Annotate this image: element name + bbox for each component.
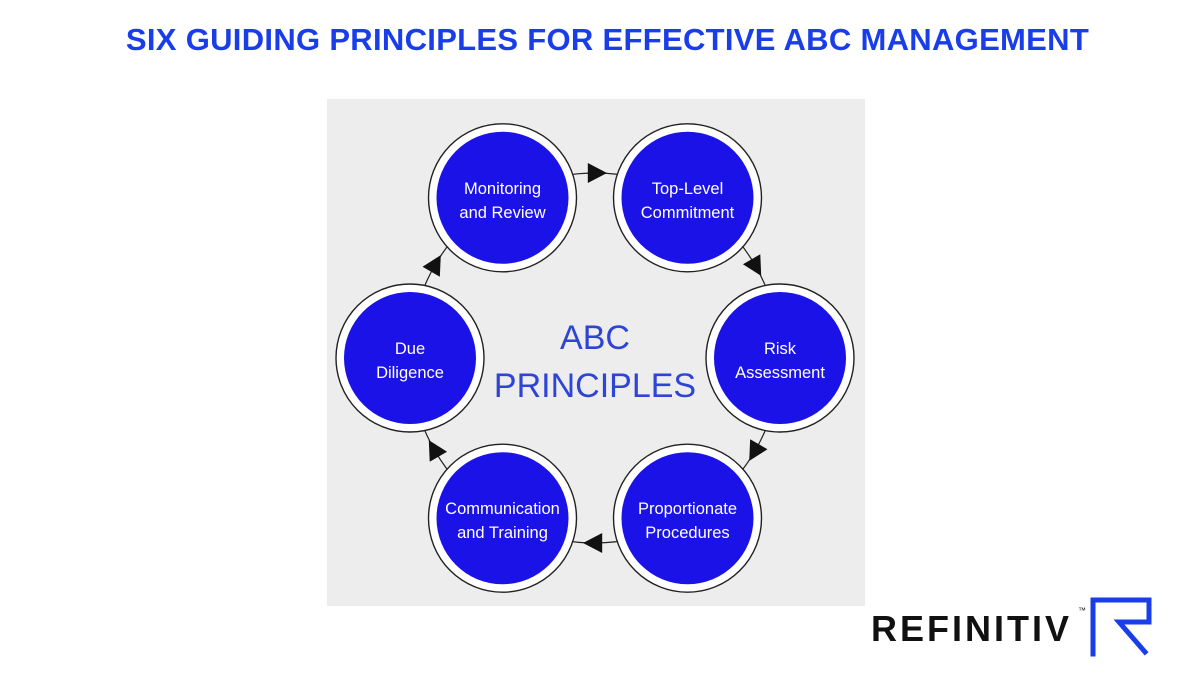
principle-node-disc — [436, 131, 569, 264]
principle-node-monitoring-and-review: Monitoring and Review — [427, 123, 578, 273]
principle-node-disc — [714, 292, 846, 424]
principle-label-line: and Training — [457, 524, 548, 542]
principle-label-line: Due — [395, 340, 425, 358]
flow-arrow-icon — [742, 254, 762, 276]
flow-arrow-icon — [749, 439, 768, 461]
principle-label-line: Monitoring — [464, 180, 541, 198]
flow-arrow-icon — [428, 440, 448, 462]
principle-node-disc — [344, 292, 476, 424]
logo-wordmark: REFINITIV — [871, 608, 1073, 649]
principle-label-line: and Review — [459, 204, 545, 222]
principle-node-disc — [621, 452, 754, 585]
principle-label-line: Proportionate — [638, 500, 737, 518]
principle-label-line: Top-Level — [652, 180, 724, 198]
principle-label-line: Procedures — [645, 524, 729, 542]
center-label-line-1: ABC — [560, 319, 630, 357]
principle-node-disc — [436, 452, 569, 585]
principle-label-line: Assessment — [735, 364, 825, 382]
logo-trademark: ™ — [1078, 606, 1086, 615]
principle-label-line: Diligence — [376, 364, 444, 382]
principle-label-line: Risk — [764, 340, 797, 358]
refinitiv-mark-icon — [1090, 597, 1152, 657]
cycle-diagram-canvas: Top-LevelCommitmentRiskAssessmentProport… — [335, 123, 855, 593]
principle-label-line: Communication — [445, 500, 560, 518]
flow-arrow-icon — [587, 163, 607, 183]
principle-node-disc — [621, 131, 754, 264]
page-title: SIX GUIDING PRINCIPLES FOR EFFECTIVE ABC… — [125, 22, 1090, 57]
center-label-line-2: PRINCIPLES — [494, 367, 696, 405]
flow-arrow-icon — [583, 533, 603, 553]
principle-node-communication-and-training: Communication and Training — [427, 443, 578, 593]
flow-arrow-icon — [422, 255, 441, 277]
principle-label-line: Commitment — [641, 204, 735, 222]
